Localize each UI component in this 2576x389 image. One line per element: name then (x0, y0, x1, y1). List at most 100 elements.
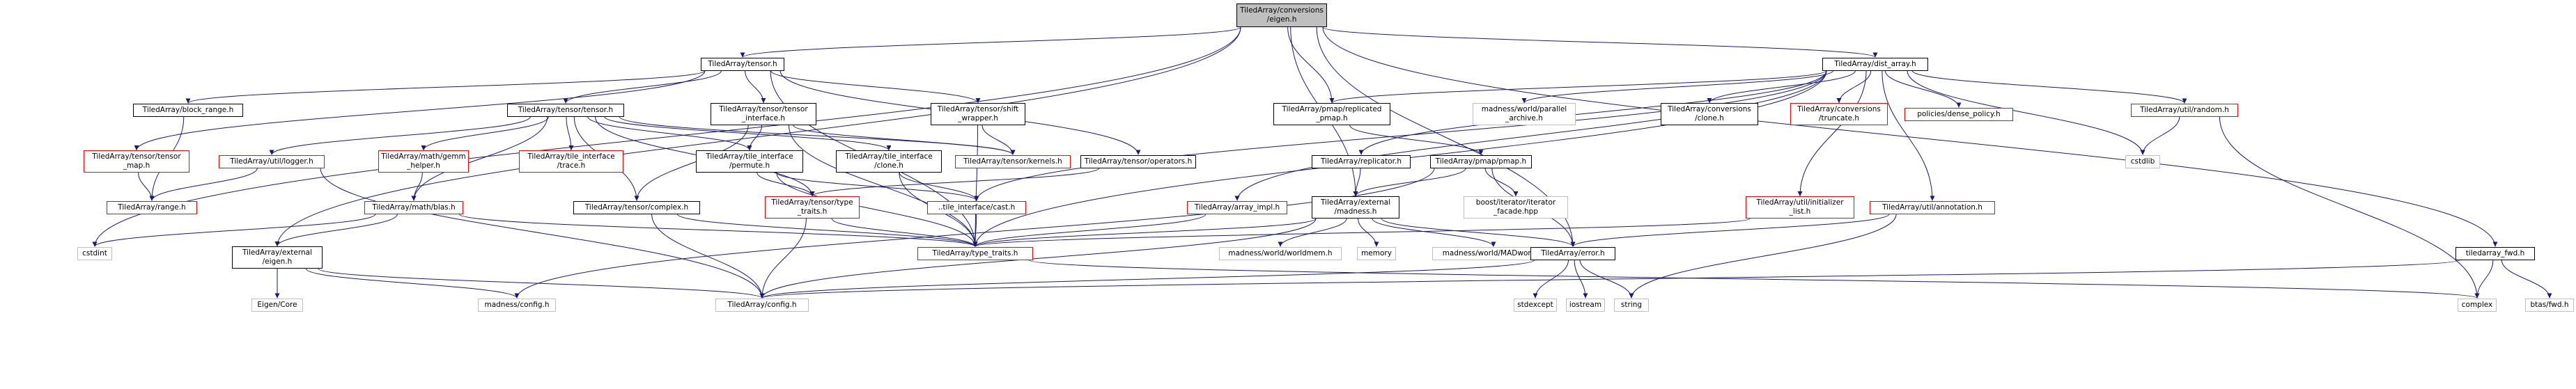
edge-dist_array-to-util_random (1911, 70, 2187, 104)
node-label: cstdint (82, 248, 107, 257)
node-label: TiledArray/tile_interface /trace.h (527, 152, 615, 170)
edge-pmap-to-madness_config (514, 168, 1435, 299)
node-label: TiledArray/util/initializer _list.h (1756, 198, 1844, 216)
node-label: TiledArray/util/random.h (2140, 105, 2229, 114)
node-string[interactable]: string (1614, 298, 1649, 312)
node-tiledarray-fwd[interactable]: tiledarray_fwd.h (2455, 246, 2535, 260)
node-worldmem[interactable]: madness/world/worldmem.h (1219, 246, 1342, 260)
node-replicator[interactable]: TiledArray/replicator.h (1312, 154, 1411, 168)
edge-util_init_list-to-type_traits (972, 218, 1751, 247)
node-root[interactable]: TiledArray/conversions /eigen.h (1236, 3, 1327, 27)
edge-tensor-to-tensor_map (134, 70, 706, 151)
node-label: TiledArray/tensor.h (708, 59, 777, 68)
node-label: TiledArray/replicator.h (1320, 157, 1402, 166)
node-tensor-tensor[interactable]: TiledArray/tensor/tensor.h (507, 103, 624, 117)
edge-external_madness-to-worldmem (1278, 218, 1347, 247)
node-conv-truncate[interactable]: TiledArray/conversions /truncate.h (1790, 103, 1888, 125)
node-label: stdexcept (1517, 300, 1553, 309)
node-eigen-core[interactable]: Eigen/Core (251, 298, 303, 312)
node-label: madness/world/parallel _archive.h (1481, 105, 1567, 122)
edge-tensor_tensor-to-util_logger (269, 116, 531, 155)
node-label: TiledArray/tensor/operators.h (1084, 157, 1193, 166)
edge-array_impl-to-type_traits (972, 214, 1206, 247)
node-label: TiledArray/tensor/type _traits.h (771, 198, 853, 216)
node-label: string (1620, 300, 1643, 309)
edge-external_madness-to-type_traits (972, 218, 1317, 247)
edge-math_blas-to-external_eigen (274, 214, 398, 247)
node-label: TiledArray/external /eigen.h (242, 248, 313, 266)
node-cstdlib[interactable]: cstdlib (2125, 154, 2160, 168)
node-label: TiledArray/tensor/tensor _map.h (92, 152, 181, 170)
node-tensor-map[interactable]: TiledArray/tensor/tensor _map.h (84, 150, 189, 173)
node-label: TiledArray/dist_array.h (1834, 59, 1916, 68)
node-tensor-operators[interactable]: TiledArray/tensor/operators.h (1080, 154, 1196, 168)
node-math-gemm[interactable]: TiledArray/math/gemm _helper.h (378, 150, 469, 173)
node-parallel-archive[interactable]: madness/world/parallel _archive.h (1473, 103, 1576, 125)
node-label: madness/world/worldmem.h (1228, 248, 1333, 257)
node-btas-fwd[interactable]: btas/fwd.h (2525, 298, 2574, 312)
node-tensor-interface[interactable]: TiledArray/tensor/tensor _interface.h (711, 103, 816, 125)
node-label: policies/dense_policy.h (1917, 109, 2001, 118)
edge-tensor_operators-to-tensor_type_traits (809, 168, 1100, 197)
node-complex[interactable]: complex (2458, 298, 2497, 312)
node-label: TiledArray/pmap/pmap.h (1435, 157, 1527, 166)
node-util-init-list[interactable]: TiledArray/util/initializer _list.h (1746, 196, 1854, 219)
node-label: TiledArray/tensor/kernels.h (963, 157, 1062, 166)
node-madness-config[interactable]: madness/config.h (478, 298, 556, 312)
node-label: Eigen/Core (257, 300, 297, 309)
node-memory[interactable]: memory (1357, 246, 1396, 260)
node-util-random[interactable]: TiledArray/util/random.h (2131, 103, 2238, 117)
node-tensor-complex[interactable]: TiledArray/tensor/complex.h (573, 200, 700, 214)
node-math-blas[interactable]: TiledArray/math/blas.h (364, 200, 463, 214)
node-label: TiledArray/config.h (727, 300, 797, 309)
node-iostream[interactable]: iostream (1566, 298, 1605, 312)
node-config[interactable]: TiledArray/config.h (715, 298, 809, 312)
node-stdexcept[interactable]: stdexcept (1514, 298, 1557, 312)
edge-tensor_tensor-to-math_blas (411, 116, 548, 201)
node-range[interactable]: TiledArray/range.h (107, 200, 197, 214)
edge-ti_clone-to-ti_cast (899, 172, 979, 201)
node-pmap[interactable]: TiledArray/pmap/pmap.h (1430, 154, 1532, 168)
node-ti-clone[interactable]: TiledArray/tile_interface /clone.h (836, 150, 942, 173)
edge-tensor-to-block_range (185, 70, 706, 104)
node-tensor[interactable]: TiledArray/tensor.h (701, 57, 784, 71)
node-conv-clone[interactable]: TiledArray/conversions /clone.h (1661, 103, 1758, 125)
edge-util_random-to-cstdlib (2140, 116, 2180, 155)
edge-external_madness-to-madworld (1372, 218, 1496, 247)
edge-external_eigen-to-config (318, 268, 765, 299)
edge-tensor_complex-to-type_traits (676, 214, 978, 247)
edge-util_annotation-to-string (1629, 214, 1897, 299)
node-ti-trace[interactable]: TiledArray/tile_interface /trace.h (519, 150, 623, 173)
edge-util_random-to-complex (2219, 116, 2480, 299)
node-cstdint[interactable]: cstdint (77, 246, 112, 260)
node-shift-wrapper[interactable]: TiledArray/tensor/shift _wrapper.h (931, 103, 1025, 125)
edge-tensor_interface-to-ti_permute (747, 125, 763, 151)
node-iterator-facade[interactable]: boost/iterator/iterator _facade.hpp (1464, 196, 1568, 219)
node-tensor-kernels[interactable]: TiledArray/tensor/kernels.h (955, 154, 1071, 168)
node-dense-policy[interactable]: policies/dense_policy.h (1904, 107, 2013, 121)
edge-tensor_tensor-to-ti_trace (566, 116, 574, 151)
node-dist-array[interactable]: TiledArray/dist_array.h (1822, 57, 1928, 71)
node-util-logger[interactable]: TiledArray/util/logger.h (219, 154, 325, 168)
node-pmap-replicated[interactable]: TiledArray/pmap/replicated _pmap.h (1273, 103, 1390, 125)
node-util-annotation[interactable]: TiledArray/util/annotation.h (1870, 200, 1995, 214)
node-tensor-type-traits[interactable]: TiledArray/tensor/type _traits.h (765, 196, 860, 219)
edge-tensor-to-tensor_interface (745, 70, 766, 104)
node-madworld[interactable]: madness/world/MADworld.h (1432, 246, 1555, 260)
node-label: TiledArray/error.h (1541, 248, 1605, 257)
node-external-eigen[interactable]: TiledArray/external /eigen.h (232, 246, 323, 269)
node-label: TiledArray/tensor/shift _wrapper.h (937, 105, 1019, 122)
node-block-range[interactable]: TiledArray/block_range.h (133, 103, 243, 117)
node-ti-cast[interactable]: ..tile_interface/cast.h (927, 200, 1026, 214)
node-array-impl[interactable]: TiledArray/array_impl.h (1187, 200, 1287, 214)
node-external-madness[interactable]: TiledArray/external /madness.h (1312, 196, 1399, 219)
node-ti-permute[interactable]: TiledArray/tile_interface /permute.h (696, 150, 803, 173)
edge-tensor_interface-to-tensor_kernels (793, 125, 1016, 155)
node-label: TiledArray/conversions /eigen.h (1240, 6, 1324, 24)
edge-external_eigen-to-madness_config (305, 268, 520, 299)
node-label: TiledArray/tile_interface /clone.h (845, 152, 933, 170)
node-error[interactable]: TiledArray/error.h (1530, 246, 1615, 260)
node-type-traits[interactable]: TiledArray/type_traits.h (917, 246, 1033, 260)
node-label: iostream (1569, 300, 1602, 309)
